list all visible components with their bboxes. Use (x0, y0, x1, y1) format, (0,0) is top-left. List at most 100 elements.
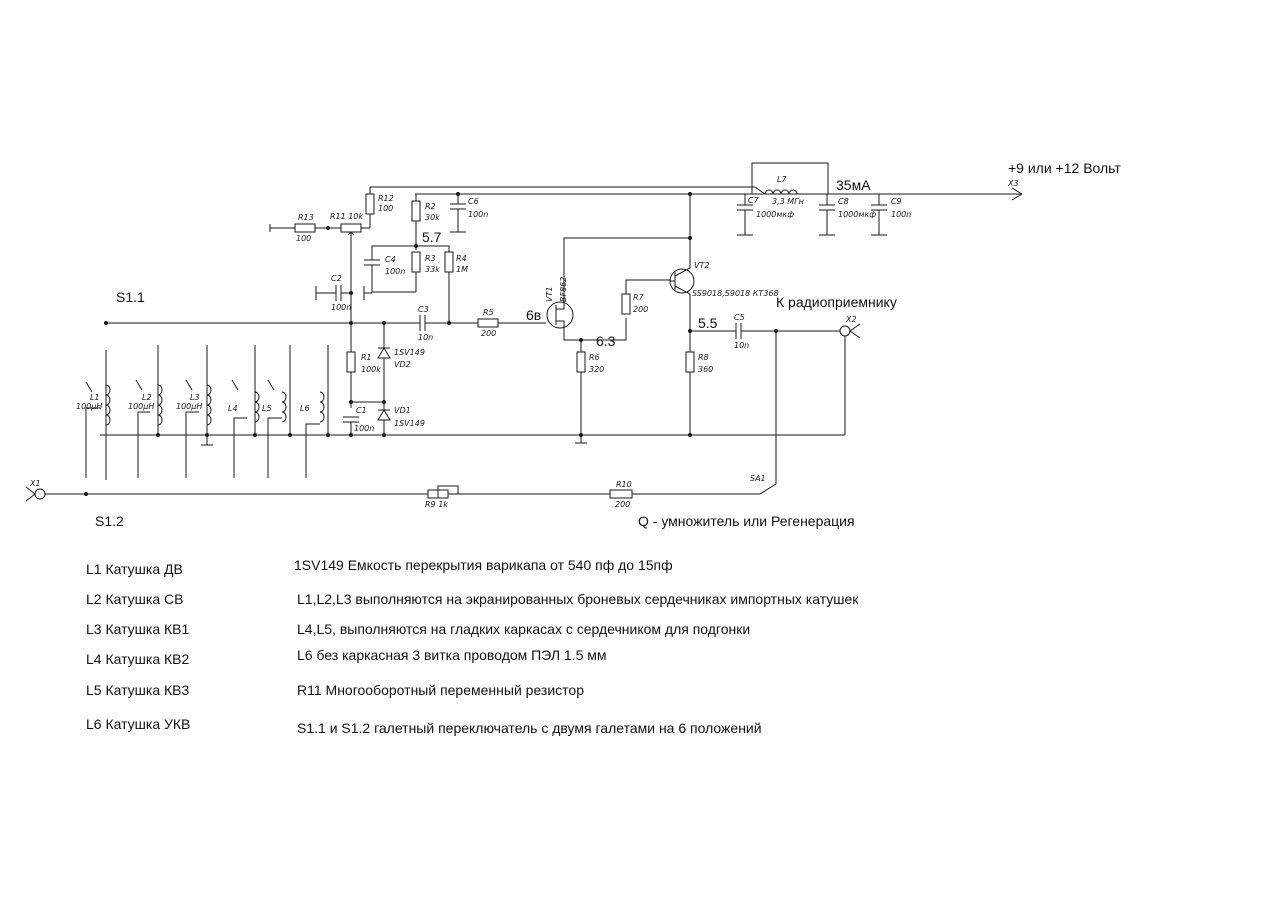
l1-val: 100μH (76, 402, 102, 411)
radio-label: К радиоприемнику (776, 294, 897, 310)
capacitor-c6 (450, 194, 466, 233)
r7-val: 200 (633, 305, 648, 314)
r11-ref: R11 10k (330, 212, 363, 221)
vt2-val: SS9018,S9018 КТ368 (692, 289, 779, 298)
legend-coil-2: L2 Катушка СВ (86, 591, 184, 607)
legend-coil-5: L5 Катушка КВ3 (86, 682, 190, 698)
voltage-6-3: 6.3 (596, 333, 616, 349)
ground-symbol (363, 286, 372, 300)
r10-val: 200 (615, 500, 630, 509)
resistor-r2 (411, 194, 421, 250)
vt1-ref: VT1 (545, 287, 554, 302)
c5-val: 10n (734, 341, 749, 350)
c4-ref: C4 (385, 255, 396, 264)
r2-ref: R2 (425, 202, 436, 211)
x1-ref: X1 (29, 479, 41, 488)
c7-ref: C7 (748, 196, 760, 205)
r12-ref: R12 (378, 194, 394, 203)
vd2-val: 1SV149 (394, 348, 425, 357)
capacitor-c3 (419, 315, 426, 331)
c6-ref: C6 (468, 197, 479, 206)
c8-ref: C8 (838, 197, 849, 206)
legend-coil-1: L1 Катушка ДВ (86, 561, 183, 577)
c2-val: 100n (331, 303, 351, 312)
r1-val: 100k (361, 365, 381, 374)
q-mult-label: Q - умножитель или Регенерация (638, 513, 855, 529)
connector-x2 (839, 323, 861, 435)
legend-coil-6: L6 Катушка УКВ (86, 716, 191, 732)
l2-ref: L2 (142, 393, 152, 402)
r7-ref: R7 (633, 293, 645, 302)
voltage-5-5: 5.5 (698, 315, 718, 331)
resistor-r6 (575, 340, 587, 444)
supply-rail (370, 162, 1023, 201)
r12-val: 100 (378, 204, 393, 213)
c6-val: 100n (468, 210, 488, 219)
c1-ref: C1 (356, 406, 367, 415)
l6-ref: L6 (300, 404, 310, 413)
r10-ref: R10 (616, 480, 632, 489)
l7-ref: L7 (777, 175, 787, 184)
resistor-r1 (346, 351, 356, 408)
r2-val: 30k (425, 213, 440, 222)
legend-note-2: L1,L2,L3 выполняются на экранированных б… (297, 591, 859, 607)
vd1-ref: VD1 (394, 406, 411, 415)
r3-ref: R3 (425, 254, 436, 263)
c3-val: 10n (418, 333, 433, 342)
r13-ref: R13 (298, 213, 314, 222)
l5-ref: L5 (262, 404, 272, 413)
r1-ref: R1 (361, 353, 372, 362)
connector-x1 (25, 486, 428, 502)
potentiometer-r11 (340, 223, 370, 355)
r4-ref: R4 (456, 254, 467, 263)
c4-val: 100n (385, 267, 405, 276)
r6-val: 320 (589, 365, 604, 374)
transistor-vt2 (669, 194, 695, 352)
potentiometer-r9 (427, 485, 610, 499)
sa1-ref: SA1 (750, 474, 766, 483)
r8-ref: R8 (698, 353, 709, 362)
vt1-val: BF862 (559, 277, 568, 302)
varicap-vd1 (351, 401, 391, 435)
c9-ref: C9 (891, 197, 902, 206)
transistor-vt1 (546, 237, 690, 341)
voltage-6v: 6в (526, 307, 541, 323)
l1-ref: L1 (90, 393, 100, 402)
l4-ref: L4 (228, 404, 238, 413)
coil-bank (85, 345, 329, 480)
current-label: 35мА (836, 177, 871, 193)
l7-val: 3,3 МГн (772, 197, 804, 206)
resistor-r13 (269, 223, 341, 233)
legend-note-5: R11 Многооборотный переменный резистор (297, 682, 584, 698)
legend-note-3: L4,L5, выполняются на гладких каркасах с… (297, 621, 751, 637)
resistor-r7 (581, 279, 670, 341)
c5-ref: C5 (734, 313, 745, 322)
resistor-r10 (609, 331, 777, 499)
c3-ref: C3 (418, 305, 429, 314)
varicap-vd2 (377, 323, 391, 402)
resistor-r12 (365, 187, 375, 228)
vt2-ref: VT2 (694, 261, 709, 270)
capacitor-c9 (871, 194, 887, 236)
r3-val: 33k (425, 265, 440, 274)
capacitor-c1 (343, 416, 359, 435)
capacitor-c2 (315, 285, 351, 301)
c7-val: 1000мкф (756, 210, 794, 219)
l2-val: 100μH (128, 402, 154, 411)
l3-ref: L3 (190, 393, 200, 402)
r5-ref: R5 (483, 308, 494, 317)
capacitor-c7 (737, 194, 753, 236)
resistor-r4 (416, 245, 454, 323)
c9-val: 100n (891, 210, 911, 219)
legend-note-4: L6 без каркасная 3 витка проводом ПЭЛ 1.… (297, 647, 607, 663)
r9-ref: R9 1k (425, 500, 448, 509)
s1-1-label: S1.1 (116, 289, 145, 305)
voltage-5-7: 5.7 (422, 229, 442, 245)
legend-coil-3: L3 Катушка КВ1 (86, 621, 190, 637)
vd2-ref: VD2 (394, 360, 411, 369)
legend-note-6: S1.1 и S1.2 галетный переключатель с дву… (297, 720, 762, 736)
r8-val: 360 (698, 365, 713, 374)
r5-val: 200 (481, 329, 496, 338)
l3-val: 100μH (176, 402, 202, 411)
